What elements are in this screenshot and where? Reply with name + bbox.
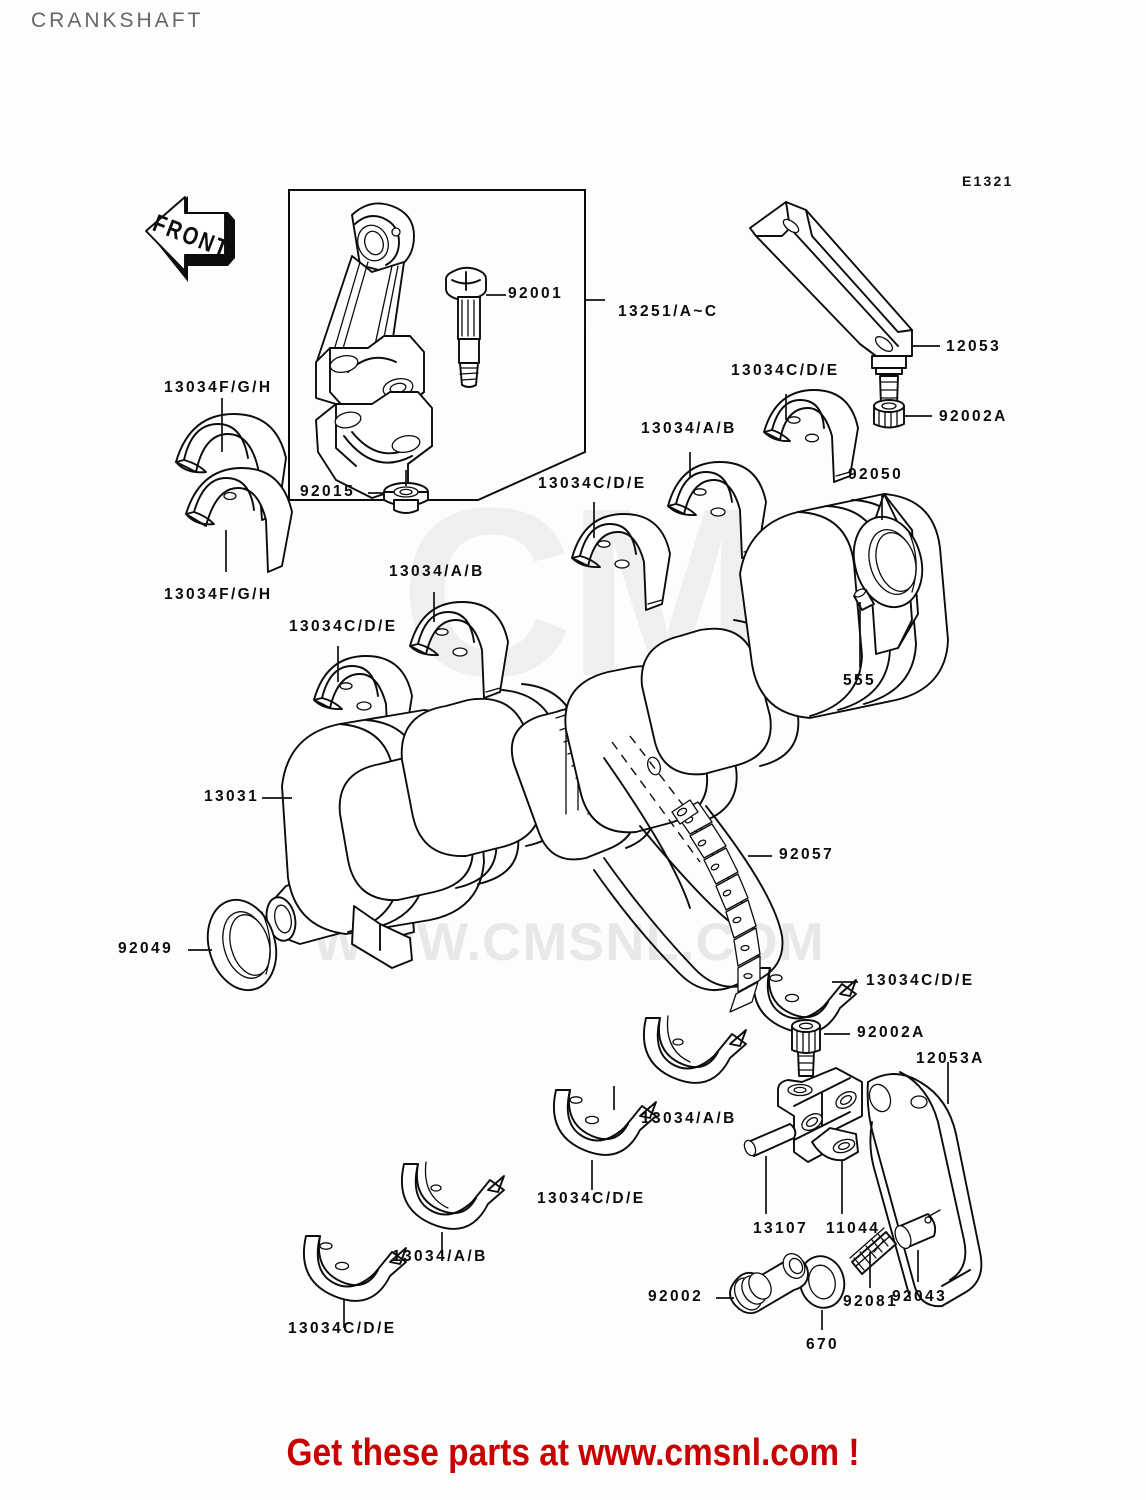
callout-13034ab-m1: 13034/A/B	[389, 563, 485, 580]
bolt-92002a-lower	[792, 1020, 820, 1076]
conrod-assembly-box	[289, 190, 585, 500]
oil-seal-92049	[198, 892, 287, 999]
callout-11044: 11044	[826, 1220, 881, 1237]
callout-670: 670	[806, 1336, 840, 1353]
oil-seal-92050	[844, 509, 933, 616]
callout-13034ab-m2: 13034/A/B	[641, 420, 737, 437]
conrod-nut-92015	[384, 483, 428, 513]
callout-92002: 92002	[648, 1288, 704, 1305]
conrod-bolt-92001	[446, 268, 486, 387]
callout-13034cde-ll: 13034C/D/E	[288, 1320, 397, 1337]
callout-92015: 92015	[300, 483, 356, 500]
callout-92050: 92050	[848, 466, 904, 483]
spring-92081	[850, 1228, 896, 1274]
leader-lines	[188, 280, 948, 1330]
callout-92002a-low: 92002A	[857, 1024, 926, 1041]
callout-92043: 92043	[892, 1288, 948, 1305]
connecting-rod	[316, 203, 432, 498]
callout-13031: 13031	[204, 788, 260, 805]
bearing-shell-ab-low-left	[402, 1162, 504, 1229]
bearing-shell-g-lower	[186, 468, 292, 572]
oring-670	[794, 1251, 849, 1312]
callout-13034fgh-top: 13034F/G/H	[164, 379, 273, 396]
callout-13034cde-lm: 13034C/D/E	[537, 1190, 646, 1207]
callout-13034cde-m2: 13034C/D/E	[538, 475, 647, 492]
callout-13107: 13107	[753, 1220, 809, 1237]
callout-92002a-up: 92002A	[939, 408, 1008, 425]
callout-13034ab-lr: 13034/A/B	[641, 1110, 737, 1127]
bearing-shell-ab-mid-1	[410, 602, 508, 698]
front-arrow-icon: FRONT	[146, 196, 235, 282]
bolt-92002	[729, 1250, 809, 1315]
bearing-shell-cde-low-mid	[554, 1090, 656, 1155]
bearing-shell-cde-low-left	[304, 1236, 406, 1301]
callout-13034ab-ll: 13034/A/B	[392, 1248, 488, 1265]
callout-12053: 12053	[946, 338, 1002, 355]
page-title: CRANKSHAFT	[31, 9, 204, 32]
pin-92043	[892, 1210, 940, 1251]
crankshaft-13031	[263, 494, 948, 968]
tensioner-holder-11044	[778, 1068, 862, 1162]
footer-cta[interactable]: Get these parts at www.cmsnl.com !	[286, 1432, 860, 1474]
cam-chain-92057	[594, 736, 783, 1012]
bearing-shell-ab-low-right	[644, 1016, 746, 1083]
bolt-92002a-upper	[874, 376, 904, 428]
bearing-shell-cde-low-right	[754, 968, 856, 1033]
callout-12053a: 12053A	[916, 1050, 985, 1067]
chain-guide-12053a	[866, 1072, 982, 1306]
callout-555: 555	[843, 672, 877, 689]
callout-13034fgh-bot: 13034F/G/H	[164, 586, 273, 603]
sheet-code: E1321	[962, 173, 1014, 189]
callout-13251: 13251/A~C	[618, 303, 719, 320]
callout-13034cde-up: 13034C/D/E	[731, 362, 840, 379]
callout-92049: 92049	[118, 940, 174, 957]
bearing-shell-cde-mid-2	[572, 514, 670, 610]
shaft-13107	[742, 1124, 795, 1157]
chain-guide-bracket-12053	[750, 202, 912, 374]
callout-13034cde-m1: 13034C/D/E	[289, 618, 398, 635]
callout-92057: 92057	[779, 846, 835, 863]
callout-13034cde-lr: 13034C/D/E	[866, 972, 975, 989]
bearing-shell-cde-upper	[764, 390, 858, 482]
callout-92001: 92001	[508, 285, 564, 302]
callout-92081: 92081	[843, 1293, 899, 1310]
chain-links	[676, 802, 760, 1012]
